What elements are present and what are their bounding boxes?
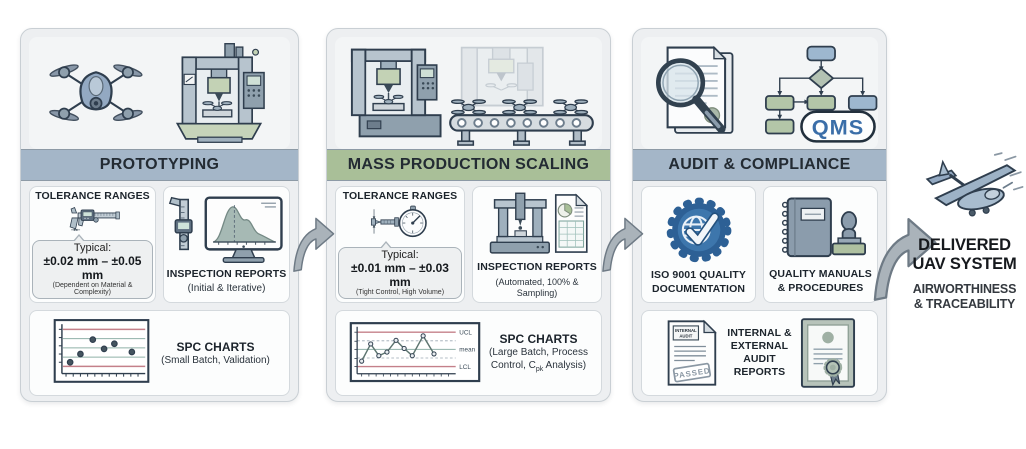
production-line-icon [350,46,594,146]
qms-label: QMS [811,114,863,139]
mass-production-illustration [335,37,602,149]
inspection-reports-box-prototyping: INSPECTION REPORTS (Initial & Iterative) [163,186,290,303]
spc-subtitle: (Small Batch, Validation) [161,354,270,366]
panel-audit-compliance: QMS AUDIT & COMPLIANCE [632,28,887,402]
spc-title: SPC CHARTS [176,339,255,354]
inspection-subtitle: (Automated, 100% & Sampling) [495,276,579,298]
cnc-machine-icon [175,43,265,143]
spc-line-chart: UCL mean LCL [349,322,481,383]
tolerance-range-value: ±0.02 mm – ±0.05 mm [43,254,142,282]
manual-stamp-icon [781,197,866,258]
typical-label: Typical: [73,242,112,254]
mass-production-banner: MASS PRODUCTION SCALING [327,149,610,181]
tolerance-ranges-box-mass-production: TOLERANCE RANGES [335,186,465,303]
dial-gauge-icon [370,205,427,238]
panel-mass-production: MASS PRODUCTION SCALING TOLERANCE RANGES [326,28,611,402]
typical-label: Typical: [381,249,419,261]
caliper-icon [69,207,120,231]
quality-manuals-box: QUALITY MANUALS & PROCEDURES [763,186,878,303]
flow-arrow-mass-production-to-audit [602,217,644,272]
document-magnifier-icon [656,45,734,134]
mean-label: mean [459,347,475,354]
delivered-uav-caption: DELIVERED UAV SYSTEM AIRWORTHINESS & TRA… [903,236,1026,312]
audit-doc-title-line1: INTERNAL [675,328,697,333]
iso-9001-box: ISO 9001 QUALITY DOCUMENTATION [641,186,756,303]
delivered-title: DELIVERED UAV SYSTEM [912,236,1017,273]
flow-arrow-prototyping-to-mass-production [293,217,335,272]
inspection-title: INSPECTION REPORTS [477,261,597,274]
audit-illustration: QMS [641,37,878,149]
tolerance-bubble-mass-production: Typical: ±0.01 mm – ±0.03 mm (Tight Cont… [338,241,462,299]
tolerance-range-value: ±0.01 mm – ±0.03 mm [351,261,449,289]
spc-subtitle: (Large Batch, Process Control, Cpk Analy… [489,346,588,373]
spc-charts-box-prototyping: SPC CHARTS (Small Batch, Validation) [29,310,290,396]
manuals-label: QUALITY MANUALS & PROCEDURES [769,268,872,294]
delivered-subtitle: AIRWORTHINESS & TRACEABILITY [912,281,1017,311]
tolerance-bubble-prototyping: Typical: ±0.02 mm – ±0.05 mm (Dependent … [32,234,153,299]
audit-document-icon: INTERNAL AUDIT PASSED [667,319,718,386]
inspection-reports-box-mass-production: INSPECTION REPORTS (Automated, 100% & Sa… [472,186,602,303]
qms-flowchart-icon: QMS [764,45,877,143]
tolerance-note: (Tight Control, High Volume) [355,289,445,296]
iso-label: ISO 9001 QUALITY DOCUMENTATION [651,269,746,295]
ucl-label: UCL [459,329,472,336]
inspection-subtitle: (Initial & Iterative) [187,282,266,294]
tolerance-title: TOLERANCE RANGES [35,190,150,202]
flow-arrow-audit-to-delivery [873,218,937,301]
inspection-monitor-icon [168,196,283,263]
drone-icon [48,64,143,121]
inspection-title: INSPECTION REPORTS [166,267,287,280]
audit-reports-label: INTERNAL & EXTERNAL AUDIT REPORTS [727,326,792,379]
prototyping-illustration [29,37,290,149]
audit-doc-title-line2: AUDIT [680,334,693,339]
spc-charts-box-mass-production: UCL mean LCL SPC CHARTS (Large Batch, Pr… [335,310,602,396]
tolerance-ranges-box-prototyping: TOLERANCE RANGES [29,186,156,303]
iso-badge-icon [666,198,731,263]
spc-scatter-chart [53,319,150,383]
lcl-label: LCL [459,364,471,371]
fixed-wing-uav-icon [925,152,1024,217]
audit-reports-box: INTERNAL AUDIT PASSED INTERNAL & EXTERNA… [641,310,878,396]
cmm-report-icon [489,192,589,254]
tolerance-note: (Dependent on Material & Complexity) [52,282,133,296]
tolerance-title: TOLERANCE RANGES [342,190,458,202]
audit-compliance-banner: AUDIT & COMPLIANCE [633,149,886,181]
panel-prototyping: PROTOTYPING TOLERANCE RANGES [20,28,299,402]
certificate-icon [800,318,855,388]
prototyping-banner: PROTOTYPING [21,149,298,181]
spc-text-mass-production: SPC CHARTS (Large Batch, Process Control… [489,332,588,374]
spc-title: SPC CHARTS [499,331,578,346]
spc-text-prototyping: SPC CHARTS (Small Batch, Validation) [161,340,270,367]
